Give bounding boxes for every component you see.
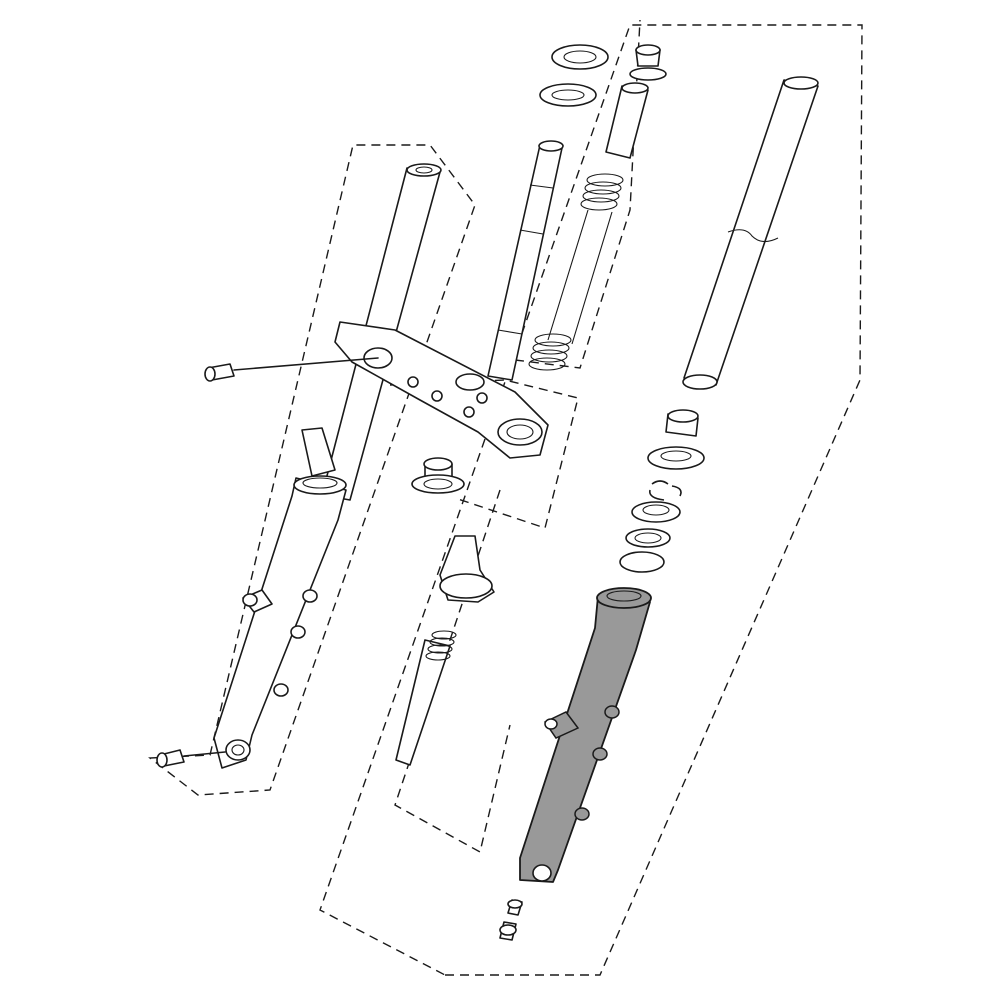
right-outer-tube-body	[519, 595, 651, 883]
damper-rod	[395, 639, 451, 766]
left-axle-clamp	[225, 739, 251, 761]
spring-spacer	[605, 85, 649, 159]
left-inner-tube-top	[406, 163, 442, 177]
right-bottom-bolt	[499, 899, 523, 941]
oil-seal	[631, 501, 681, 523]
fork-cap-bolt	[629, 44, 667, 81]
inner-parts-outline	[514, 19, 641, 369]
snap-ring	[648, 480, 682, 501]
dust-seal	[647, 446, 705, 470]
steering-stem-assembly	[204, 140, 564, 494]
left-fork-guard-top	[301, 427, 336, 477]
right-outer-tube	[519, 587, 652, 883]
bearing-parts	[539, 44, 609, 107]
right-clamp-bore	[497, 418, 543, 446]
left-caliper-lugs	[242, 589, 318, 697]
damper-rod-spring	[425, 630, 457, 661]
right-axle-bore	[532, 864, 552, 882]
bearing-race	[539, 83, 597, 107]
top-bearing	[551, 44, 609, 70]
damper-rod-parts	[395, 535, 495, 766]
fork-spring-upper	[580, 173, 624, 211]
left-fork-leg	[156, 163, 442, 769]
stem-nut	[411, 457, 465, 494]
left-bottom-bolt	[156, 749, 226, 768]
fork-internals	[528, 44, 667, 371]
clamp-bolt-heads	[407, 376, 488, 418]
left-outer-slider	[213, 477, 347, 769]
left-dust-seal	[293, 475, 347, 495]
steering-stem-tube	[487, 144, 563, 381]
left-fork-outline	[148, 144, 476, 796]
stem-base	[455, 373, 485, 391]
seal-stack	[619, 409, 705, 573]
slide-bushing	[619, 551, 665, 573]
right-fork-outline	[319, 24, 863, 976]
right-inner-tube	[682, 76, 819, 390]
assembly-outlines	[148, 19, 863, 976]
right-caliper-lugs	[543, 705, 620, 821]
stem-top	[538, 140, 564, 152]
fork-spring-lower	[528, 333, 572, 371]
seal-washer	[625, 528, 671, 548]
clamp-pinch-bolt	[204, 357, 379, 382]
